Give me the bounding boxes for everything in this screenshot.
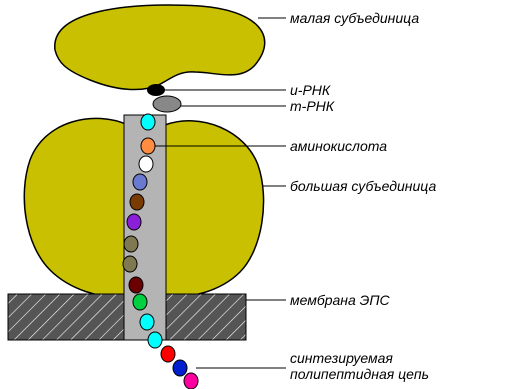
amino-acid-bead — [173, 360, 187, 376]
label-er-membrane: мембрана ЭПС — [290, 292, 391, 308]
label-polypeptide-line1: синтезируемая — [290, 350, 393, 366]
amino-acid-bead — [161, 346, 175, 362]
label-polypeptide-line2: полипептидная цепь — [290, 366, 429, 382]
amino-acid-bead — [139, 156, 153, 172]
amino-acid-bead — [141, 114, 155, 130]
label-amino-acid: аминокислота — [290, 138, 387, 154]
er-membrane-right — [166, 294, 246, 340]
label-mrna: и-РНК — [290, 82, 331, 98]
amino-acid-bead — [133, 174, 147, 190]
amino-acid-bead — [130, 194, 144, 210]
amino-acid-bead — [140, 314, 154, 330]
amino-acid-bead — [141, 138, 155, 154]
amino-acid-bead — [124, 236, 138, 252]
label-small-subunit: малая субъединица — [290, 10, 419, 26]
large-subunit-right-shape — [165, 121, 264, 298]
amino-acid-bead — [184, 373, 198, 389]
large-subunit-left-shape — [24, 118, 128, 298]
amino-acid-bead — [123, 256, 137, 272]
small-subunit-shape — [55, 5, 265, 89]
amino-acid-bead — [133, 294, 147, 310]
amino-acid-bead — [129, 277, 143, 293]
amino-acid-bead — [148, 332, 162, 348]
trna-shape — [153, 96, 181, 112]
amino-acid-bead — [127, 214, 141, 230]
label-trna: т-РНК — [290, 98, 335, 114]
label-large-subunit: большая субъединица — [290, 178, 436, 194]
er-membrane-left — [8, 294, 124, 340]
mrna-shape — [147, 84, 165, 96]
